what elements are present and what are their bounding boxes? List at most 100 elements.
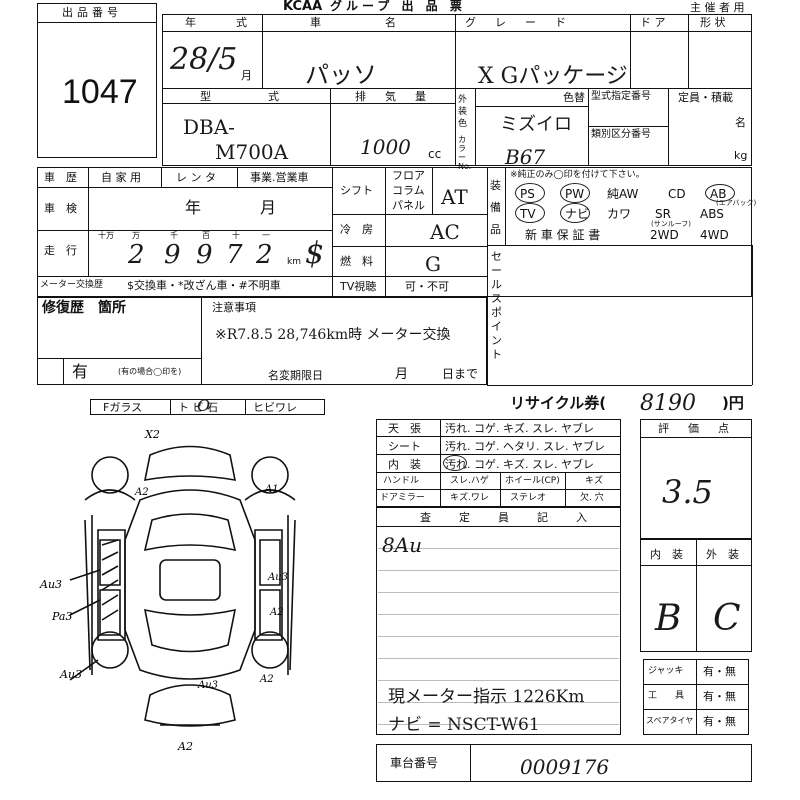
mark-front: X2: [144, 428, 160, 441]
condition-row4-4: キズ: [585, 476, 604, 486]
recycle-unit: )円: [722, 394, 744, 412]
year-label: 年 式: [185, 16, 253, 29]
equipment-label: 装備品: [490, 179, 501, 236]
digit-label-5: 十: [232, 231, 240, 240]
shift-option-1: フロア: [392, 169, 425, 182]
mark-right-a: Au3: [267, 572, 288, 583]
glass-item-1: Fガラス: [103, 401, 143, 414]
rename-day: 日まで: [442, 367, 479, 381]
type-spec-label: 型式指定番号: [591, 91, 651, 102]
history-option-3: 事業.営業車: [250, 171, 309, 184]
mileage-digit-5: 2: [256, 240, 273, 270]
capacity-unit-1: 名: [735, 116, 746, 129]
capacity-unit-2: kg: [734, 149, 748, 162]
condition-label-3: 内 装: [388, 458, 421, 471]
equip-ab-sub: (エアバック): [716, 199, 757, 207]
model-label: 型 式: [200, 90, 285, 103]
mileage-digit-1: 2: [128, 240, 145, 270]
chassis-value: 0009176: [520, 755, 610, 779]
inspector-label: 査 定 員 記 入: [420, 511, 589, 524]
condition-label-2: シート: [388, 440, 421, 453]
year-value: 28/5: [170, 42, 238, 77]
tool-label-2: 工 具: [648, 691, 685, 701]
exterior-label: 外 装: [706, 548, 739, 561]
score-value: 3.5: [662, 473, 713, 511]
equip-sr: SR: [655, 207, 671, 221]
rename-month: 月: [395, 367, 409, 382]
digit-label-6: 一: [262, 231, 270, 240]
mark-left-a: Au3: [39, 578, 62, 591]
mark-bottom-mid: Au3: [197, 680, 218, 691]
condition-table: [376, 419, 621, 507]
digit-label-2: 万: [132, 231, 140, 240]
shift-label: シフト: [340, 184, 373, 197]
equip-warranty: 新 車 保 証 書: [525, 228, 601, 242]
mark-bottom-left: Au3: [59, 668, 82, 681]
recycle-label: リサイクル券(: [510, 394, 607, 412]
grade-label: グ レ ー ド: [465, 16, 570, 29]
lot-number: 1047: [62, 73, 138, 111]
digit-label-3: 千: [170, 231, 178, 240]
history-block: [37, 167, 752, 297]
mileage-mark: $: [305, 236, 325, 271]
equip-cd: CD: [668, 187, 686, 201]
equip-leather: カワ: [607, 207, 632, 221]
equip-2wd: 2WD: [650, 228, 679, 242]
condition-row5-3: ステレオ: [510, 493, 547, 503]
color-no-value: B67: [505, 145, 546, 169]
model-value-2: M700A: [215, 140, 289, 164]
condition-row4-1: ハンドル: [383, 476, 420, 486]
notes-value: ※R7.8.5 28,746km時 メーター交換: [215, 327, 451, 343]
equip-abs: ABS: [700, 207, 724, 221]
chassis-label: 車台番号: [390, 756, 439, 770]
car-damage-diagram: A1 A2 Au3 Pa3 Au3 A2 Au3 Au3 A2 A2 X2: [39, 428, 296, 753]
shift-value: AT: [441, 185, 468, 209]
history-option-1: 自 家 用: [101, 171, 141, 184]
exterior-value: C: [713, 598, 741, 639]
door-label: ド ア: [640, 16, 666, 29]
meter-label: メーター交換歴: [40, 280, 104, 290]
auction-logo: KCAA: [283, 0, 323, 14]
inspector-box: [376, 507, 621, 735]
lot-label: 出品番号: [62, 6, 122, 19]
fuel-value: G: [425, 252, 441, 276]
mileage-digit-2: 9: [164, 240, 181, 270]
tool-value-3: 有・無: [703, 715, 736, 728]
color-no-label: カラーNo.: [458, 135, 472, 171]
interior-label: 内 装: [650, 548, 683, 561]
digit-label-1: 十万: [98, 231, 114, 240]
class-label: 類別区分番号: [591, 129, 651, 140]
vehicle-table: [162, 14, 752, 166]
repair-has-note: (有の場合◯印を): [118, 367, 182, 376]
grade-value: X Gパッケージ: [478, 64, 628, 89]
mileage-unit: km: [287, 257, 301, 267]
inspector-line-1: 8Au: [382, 533, 423, 557]
lot-box: [37, 3, 157, 158]
fuel-label: 燃 料: [340, 255, 373, 268]
shift-option-3: パネル: [392, 199, 425, 212]
shape-label: 形 状: [700, 16, 726, 29]
mark-right-a2: A2: [269, 607, 284, 618]
history-option-2: レ ン タ: [176, 171, 216, 184]
tool-label-1: ジャッキ: [648, 666, 684, 676]
glass-item-2: ト ビ 石: [178, 401, 218, 414]
score-box: [640, 419, 752, 539]
repair-block: [37, 297, 487, 385]
inspector-line-2: 現メーター指示 1226Km: [388, 687, 585, 707]
mark-top-left: A2: [134, 487, 149, 498]
equip-sr-sub: (サンルーフ): [651, 220, 692, 228]
condition-row4-3: ホイール(CP): [505, 476, 560, 486]
condition-row5-2: キズ.ワレ: [450, 493, 489, 503]
condition-label-1: 天 張: [388, 422, 421, 435]
equip-aw: 純AW: [607, 187, 639, 201]
year-unit: 月: [241, 69, 252, 82]
displacement-unit: cc: [428, 147, 442, 161]
mark-bottom-right: A2: [259, 674, 274, 685]
glass-row: [90, 399, 325, 415]
ac-label: 冷 房: [340, 223, 373, 236]
chassis-box: [376, 744, 752, 782]
condition-value-1: 汚れ. コゲ. キズ. スレ. ヤブレ: [445, 422, 594, 435]
equipment-note: ※純正のみ◯印を付けて下さい。: [510, 170, 645, 180]
inspection-label: 車 検: [44, 202, 77, 215]
organizer-label: 主 催 者 用: [690, 1, 745, 14]
